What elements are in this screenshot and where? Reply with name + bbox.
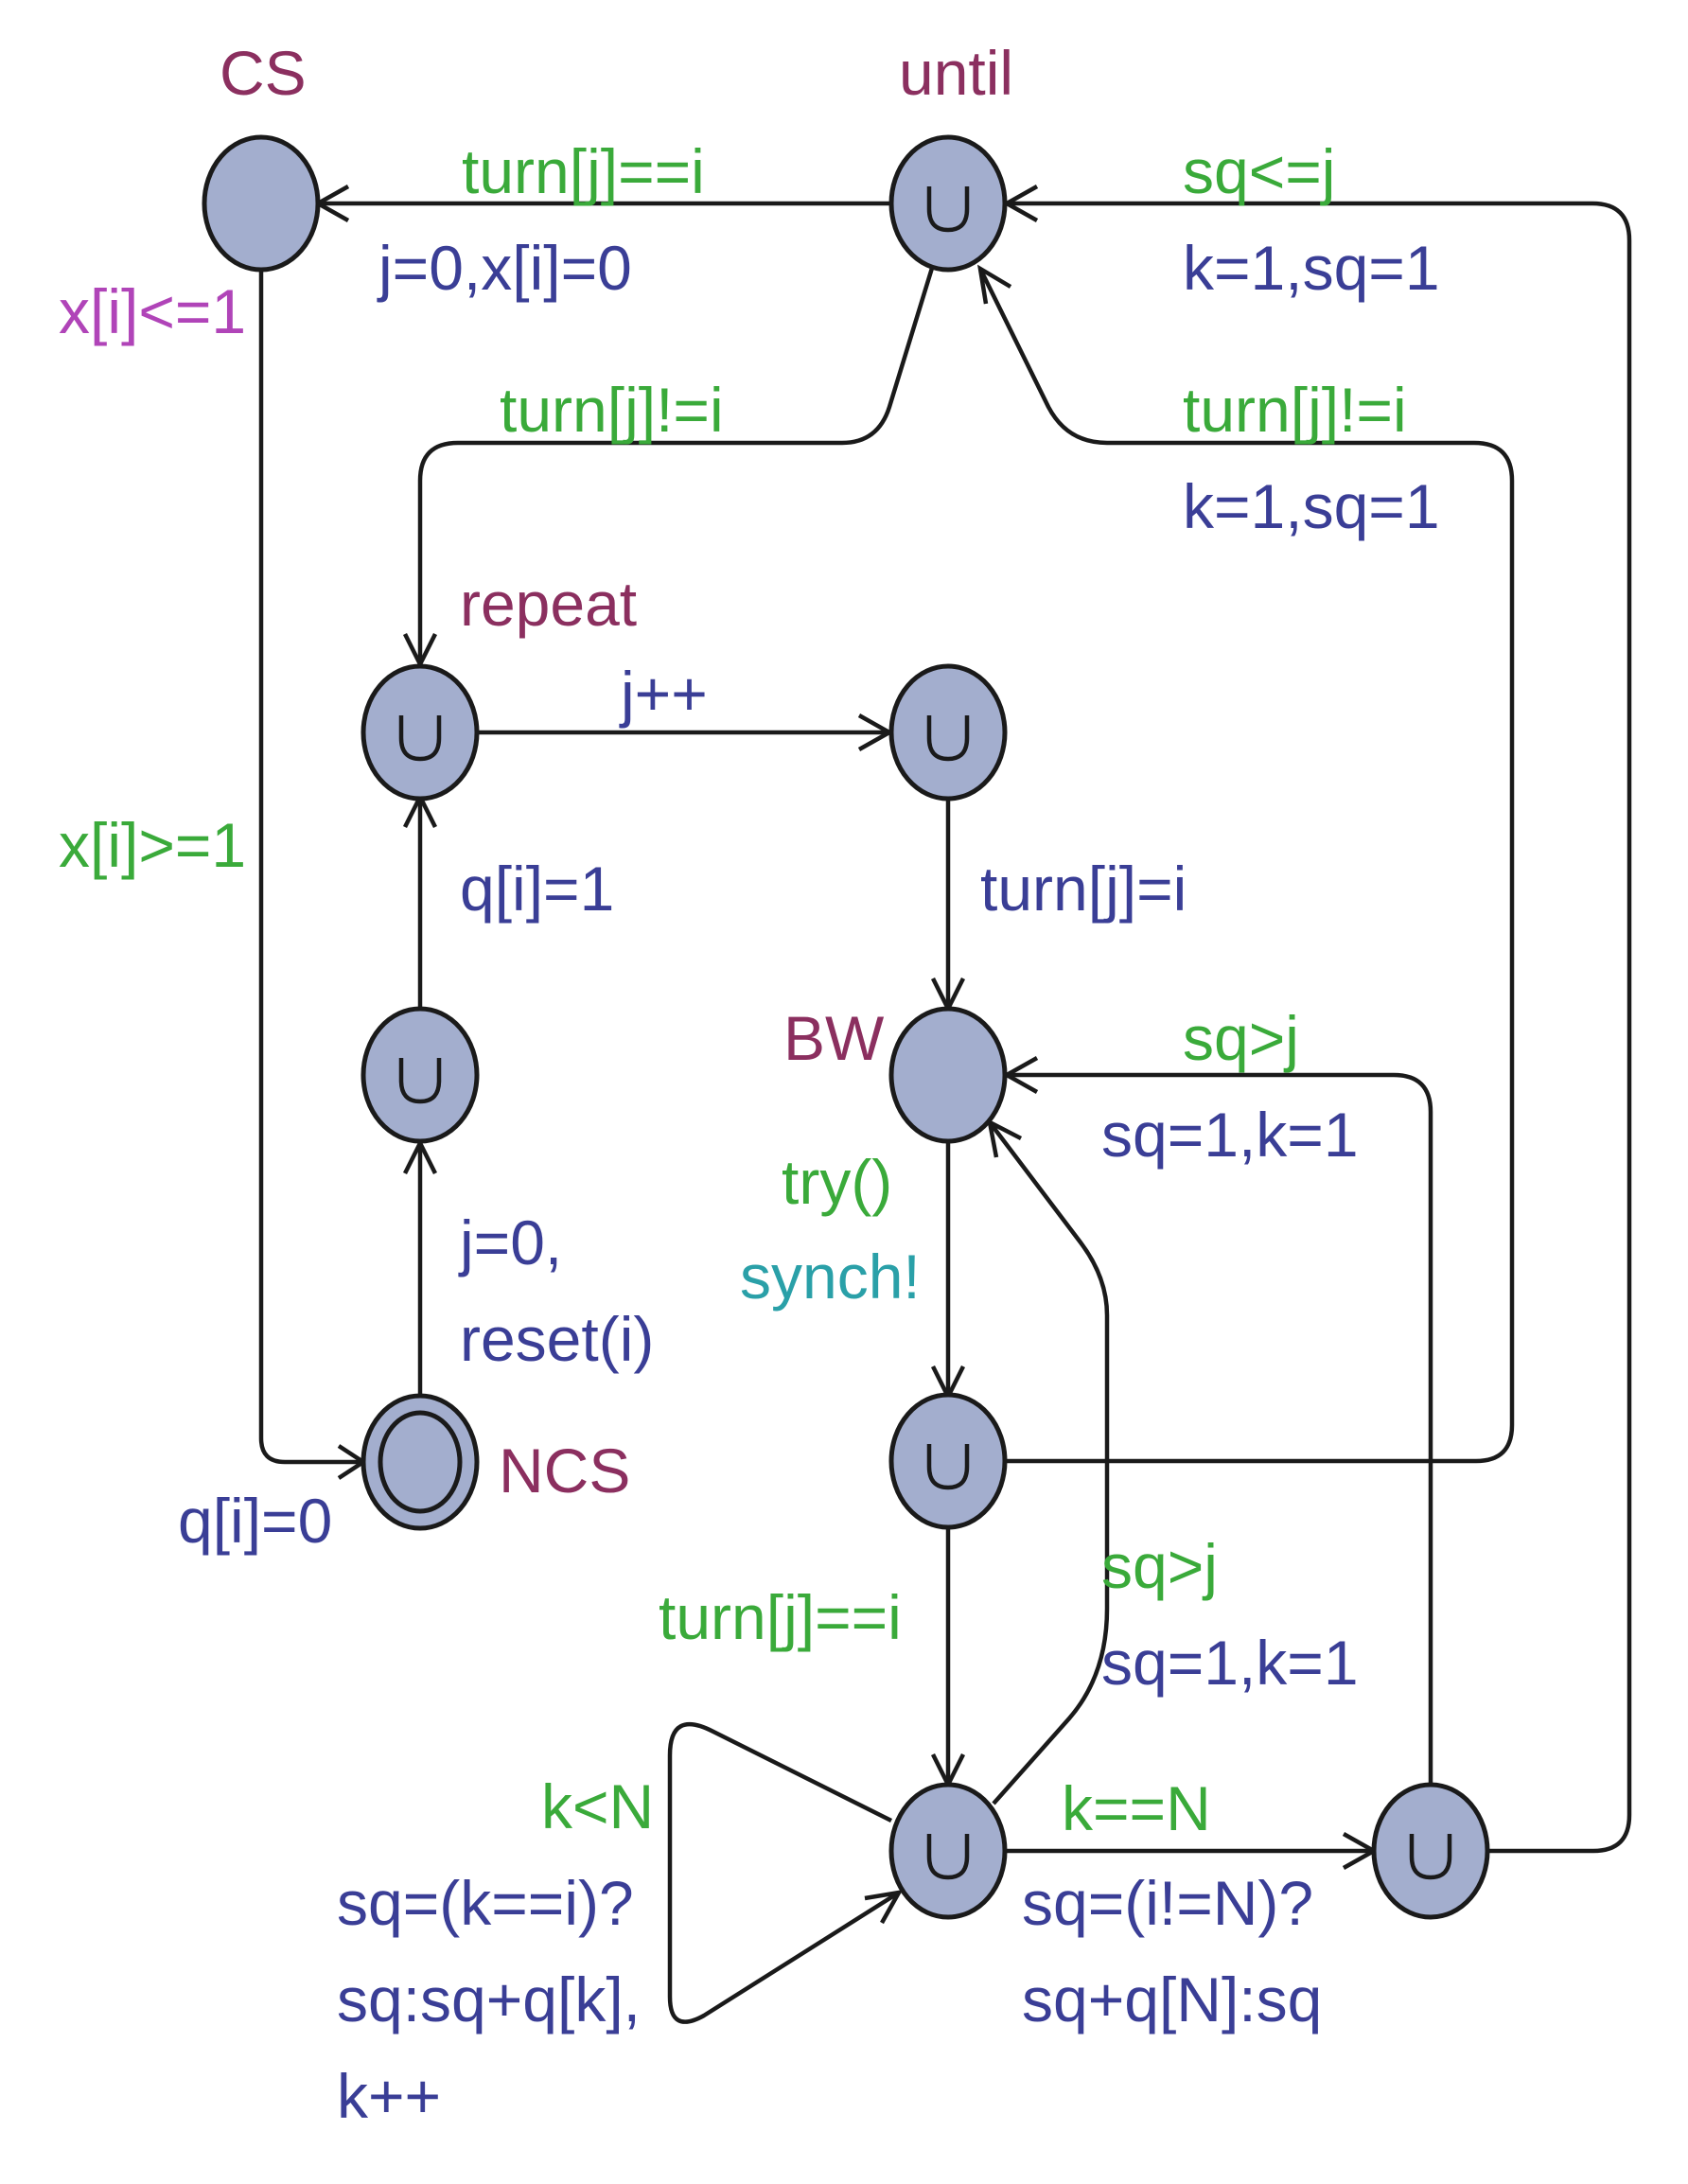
guard-until-cs: turn[j]==i [462,136,705,206]
guard-until-repeat: turn[j]!=i [500,375,724,445]
update-ncs-initial: q[i]=0 [178,1486,332,1556]
location-name-repeat: repeat [460,569,637,639]
update-b2-loop-line1: sq=(k==i)? [337,1868,634,1938]
urgent-mark-icon [926,1834,970,1880]
urgent-mark-icon [926,715,970,762]
location-ncs[interactable] [360,1393,480,1531]
location-name-cs: CS [220,38,307,108]
update-pre-repeat: q[i]=1 [460,854,614,924]
update-b2-loop-line2: sq:sq+q[k], [337,1964,641,2034]
location-cs[interactable] [202,134,321,273]
edge-b2-self-loop[interactable] [667,1721,901,2024]
update-repeat-next: j++ [619,659,708,729]
edge-b3-to-until[interactable] [1007,201,1632,1854]
location-until[interactable] [888,134,1008,273]
location-bw[interactable] [888,1006,1008,1144]
guard-b2-b3: k==N [1062,1773,1211,1843]
guard-b2-bw: sq>j [1101,1531,1218,1601]
urgent-mark-icon [398,715,442,762]
arrowhead [864,1890,904,1925]
initial-marker-icon [378,1410,463,1514]
guard-b3-until: sq<=j [1183,136,1335,206]
edge-b3-to-bw[interactable] [1007,1072,1433,1785]
update-b2-bw: sq=1,k=1 [1101,1628,1359,1698]
location-scan-done[interactable] [1371,1782,1490,1920]
edge-until-to-repeat[interactable] [417,264,936,664]
location-after-try[interactable] [888,1392,1008,1530]
update-b2-b3-line2: sq+q[N]:sq [1022,1964,1322,2034]
location-name-ncs: NCS [499,1435,630,1506]
guard-b2-loop: k<N [541,1771,654,1841]
urgent-mark-icon [926,186,970,233]
location-after-increment[interactable] [888,663,1008,801]
urgent-mark-icon [398,1058,442,1104]
urgent-mark-icon [1409,1834,1452,1880]
guard-b1-until: turn[j]!=i [1183,375,1407,445]
edge-b1-to-until[interactable] [977,268,1515,1464]
guard-b1-b2: turn[j]==i [659,1582,902,1652]
update-b3-bw: sq=1,k=1 [1101,1100,1359,1170]
update-b2-loop-line3: k++ [337,2061,441,2131]
arrowhead [977,264,1012,305]
update-ncs-pre-line1: j=0, [458,1207,562,1277]
edge-cs-to-ncs[interactable] [258,270,363,1465]
location-pre-repeat[interactable] [360,1006,480,1144]
update-ncs-pre-line2: reset(i) [460,1304,654,1374]
location-scan[interactable] [888,1782,1008,1920]
location-name-bw: BW [783,1003,885,1073]
location-name-until: until [899,38,1013,108]
guard-b3-bw: sq>j [1183,1003,1299,1073]
invariant-cs: x[i]<=1 [59,276,246,346]
update-until-cs: j=0,x[i]=0 [377,233,632,303]
guard-cs-ncs: x[i]>=1 [59,810,246,880]
update-b3-until: k=1,sq=1 [1183,233,1440,303]
guard-bw-b1: try() [782,1147,892,1217]
update-next-bw: turn[j]=i [980,854,1187,924]
update-b1-until: k=1,sq=1 [1183,471,1440,541]
location-repeat[interactable] [360,663,480,801]
sync-bw-b1: synch! [740,1242,921,1312]
edge-b2-to-bw[interactable] [988,1120,1110,1805]
urgent-mark-icon [926,1444,970,1490]
update-b2-b3-line1: sq=(i!=N)? [1022,1868,1313,1938]
